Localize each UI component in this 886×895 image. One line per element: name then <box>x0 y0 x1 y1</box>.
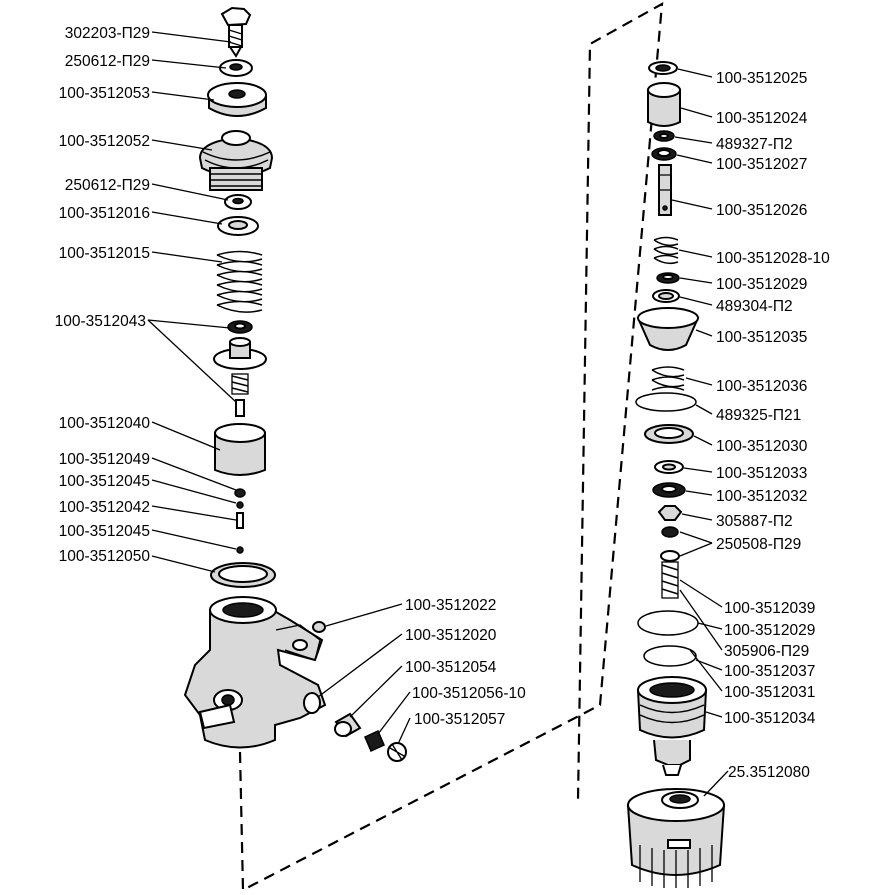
part-small-spring <box>231 373 249 395</box>
label-100-3512030: 100-3512030 <box>716 438 808 455</box>
label-489325-p21: 489325-П21 <box>716 407 801 424</box>
label-100-3512045-b: 100-3512045 <box>59 523 150 540</box>
label-250508-p29: 250508-П29 <box>716 536 801 553</box>
part-cone <box>636 307 700 351</box>
label-305887-p2: 305887-П2 <box>716 513 793 530</box>
label-100-3512040: 100-3512040 <box>59 415 151 432</box>
label-100-3512045-a: 100-3512045 <box>59 473 150 490</box>
right-assembly <box>626 61 726 888</box>
label-100-3512042: 100-3512042 <box>59 499 150 516</box>
label-250612-p29-top: 250612-П29 <box>65 53 150 70</box>
label-100-3512028-10: 100-3512028-10 <box>716 250 830 267</box>
part-ring-043 <box>227 320 253 334</box>
part-spring-lower <box>651 366 685 391</box>
label-100-3512036: 100-3512036 <box>716 378 807 395</box>
part-stem <box>658 164 672 216</box>
label-100-3512027: 100-3512027 <box>716 156 807 173</box>
part-spring-right <box>653 236 679 265</box>
label-100-3512022: 100-3512022 <box>405 597 496 614</box>
part-fittings <box>334 712 407 762</box>
label-100-3512029-b: 100-3512029 <box>724 622 815 639</box>
part-main-body <box>183 596 327 749</box>
label-100-3512057: 100-3512057 <box>414 711 505 728</box>
part-filter-cap <box>626 788 726 888</box>
label-100-3512049: 100-3512049 <box>59 451 150 468</box>
label-100-3512053: 100-3512053 <box>59 85 150 102</box>
part-orings-mid <box>652 272 680 303</box>
part-large-ring <box>210 562 276 588</box>
label-100-3512026: 100-3512026 <box>716 202 807 219</box>
label-100-3512015: 100-3512015 <box>59 245 150 262</box>
part-cylinder <box>647 82 681 127</box>
label-100-3512050: 100-3512050 <box>59 548 151 565</box>
label-100-3512035: 100-3512035 <box>716 329 807 346</box>
label-100-3512020: 100-3512020 <box>405 627 497 644</box>
label-25-3512080: 25.3512080 <box>728 764 810 781</box>
part-lower-housing <box>636 676 708 776</box>
label-100-3512029-a: 100-3512029 <box>716 276 807 293</box>
part-cover <box>198 130 274 191</box>
part-spring <box>216 250 263 313</box>
part-plate <box>217 216 259 236</box>
label-100-3512037: 100-3512037 <box>724 663 815 680</box>
label-302203-p29: 302203-П29 <box>65 25 150 42</box>
left-assembly <box>183 6 407 762</box>
part-cup <box>214 423 266 476</box>
part-top-ring <box>648 61 678 75</box>
label-489327-p2: 489327-П2 <box>716 136 793 153</box>
part-washer-mid <box>224 194 252 210</box>
part-bolt <box>220 6 252 58</box>
part-pin <box>235 399 245 417</box>
part-piston-seat <box>213 337 267 370</box>
part-big-rings <box>637 610 699 667</box>
label-100-3512032: 100-3512032 <box>716 488 807 505</box>
part-plug-022 <box>312 621 326 633</box>
label-100-3512016: 100-3512016 <box>59 205 150 222</box>
label-100-3512025: 100-3512025 <box>716 70 807 87</box>
label-100-3512024: 100-3512024 <box>716 110 808 127</box>
assembly-link-dashed-line <box>238 2 664 892</box>
label-100-3512043: 100-3512043 <box>55 313 146 330</box>
part-labels: 302203-П29 250612-П29 100-3512053 100-35… <box>55 25 831 781</box>
part-lower-spring <box>661 561 679 599</box>
label-100-3512039: 100-3512039 <box>724 600 815 617</box>
part-cap <box>207 82 267 117</box>
label-100-3512033: 100-3512033 <box>716 465 807 482</box>
label-250612-p29-mid: 250612-П29 <box>65 177 150 194</box>
part-small-balls <box>234 488 246 554</box>
part-orings-top <box>651 130 677 161</box>
label-100-3512056-10: 100-3512056-10 <box>412 685 526 702</box>
label-100-3512052: 100-3512052 <box>59 133 150 150</box>
part-snap-ring <box>635 392 697 412</box>
label-305906-p29: 305906-П29 <box>724 643 809 660</box>
label-100-3512054: 100-3512054 <box>405 659 497 676</box>
leader-lines <box>147 31 729 797</box>
label-489304-p2: 489304-П2 <box>716 298 793 315</box>
part-lower-rings <box>644 424 694 562</box>
label-100-3512031: 100-3512031 <box>724 684 815 701</box>
label-100-3512034: 100-3512034 <box>724 710 816 727</box>
